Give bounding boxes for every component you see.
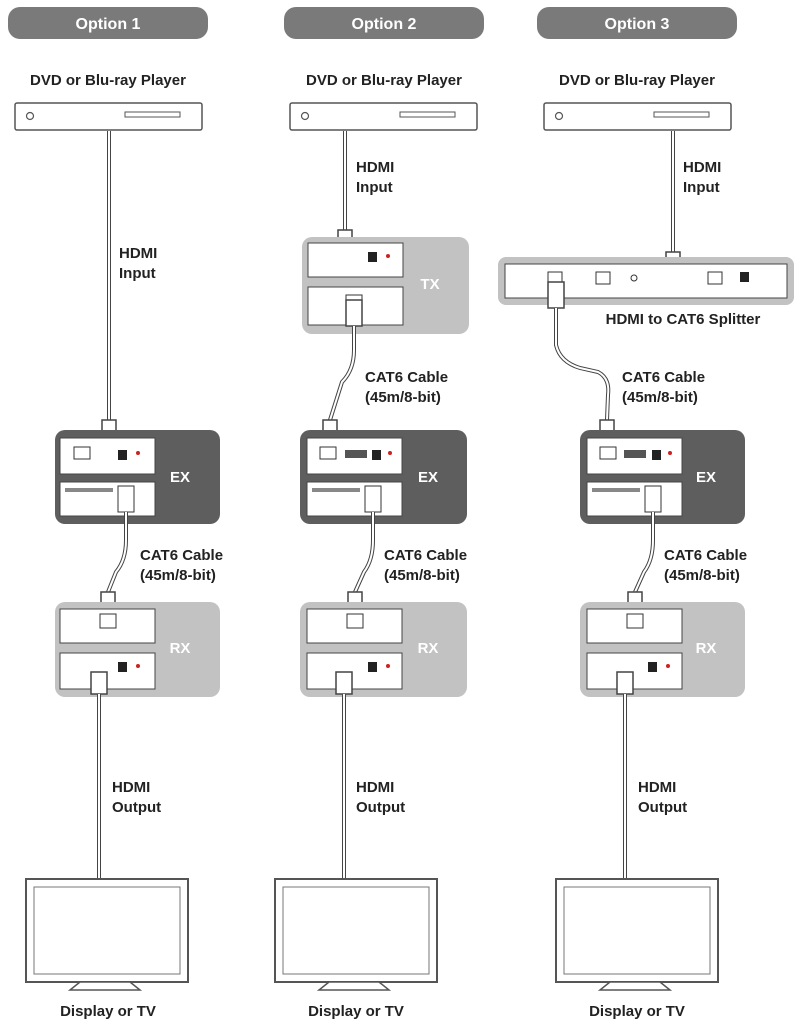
- option-2-pill: [284, 7, 484, 39]
- option-3-cable-label-line2: (45m/8-bit): [664, 567, 740, 584]
- option-3-tx-cable-label-line1: CAT6 Cable: [622, 369, 705, 386]
- option-2-input-label-line2: Input: [356, 179, 393, 196]
- option-3-column: Option 3 DVD or Blu-ray Player HDMI Inpu…: [498, 7, 794, 1020]
- option-1-rx-label: RX: [170, 640, 191, 657]
- option-3-splitter-box: [498, 257, 794, 305]
- option-3-ex-label: EX: [696, 469, 716, 486]
- option-2-input-label-line1: HDMI: [356, 159, 394, 176]
- option-1-cable-label-line2: (45m/8-bit): [140, 567, 216, 584]
- option-3-display-icon: [555, 878, 719, 991]
- option-3-output-label-line1: HDMI: [638, 779, 676, 796]
- option-2-cable-label-line2: (45m/8-bit): [384, 567, 460, 584]
- option-1-ex-box: [55, 430, 220, 524]
- option-1-hdmi-output-cable: [90, 671, 108, 880]
- option-1-column: Option 1 DVD or Blu-ray Player HDMI Inpu…: [8, 7, 223, 1020]
- option-1-output-label-line2: Output: [112, 799, 161, 816]
- option-2-rx-box: [300, 602, 467, 697]
- option-2-tx-cable-label-line1: CAT6 Cable: [365, 369, 448, 386]
- option-2-tx-label: TX: [420, 276, 439, 293]
- option-3-input-label-line1: HDMI: [683, 159, 721, 176]
- option-2-ex-label: EX: [418, 469, 438, 486]
- option-2-output-label-line1: HDMI: [356, 779, 394, 796]
- option-1-output-label-line1: HDMI: [112, 779, 150, 796]
- option-3-rx-box: [580, 602, 745, 697]
- option-2-output-label-line2: Output: [356, 799, 405, 816]
- option-3-cable-label-line1: CAT6 Cable: [664, 547, 747, 564]
- option-2-ex-box: [300, 430, 467, 524]
- option-3-dvd-player-icon: [543, 102, 732, 131]
- option-3-title: Option 3: [605, 16, 670, 33]
- option-2-column: Option 2 DVD or Blu-ray Player HDMI Inpu…: [274, 7, 484, 1020]
- option-1-display-icon: [25, 878, 189, 991]
- option-3-cat6-cable: [627, 512, 655, 613]
- option-3-pill: [537, 7, 737, 39]
- option-2-cable-label-line1: CAT6 Cable: [384, 547, 467, 564]
- option-3-splitter-label: HDMI to CAT6 Splitter: [606, 311, 761, 328]
- option-1-cat6-cable: [100, 512, 128, 613]
- option-3-output-label-line2: Output: [638, 799, 687, 816]
- option-3-display-label: Display or TV: [589, 1003, 685, 1020]
- option-2-hdmi-output-cable: [335, 671, 353, 880]
- option-2-cat6-cable: [347, 512, 375, 613]
- option-1-display-label: Display or TV: [60, 1003, 156, 1020]
- option-1-title: Option 1: [76, 16, 141, 33]
- option-2-display-label: Display or TV: [308, 1003, 404, 1020]
- option-2-tx-box: [302, 237, 469, 334]
- option-1-input-label-line2: Input: [119, 265, 156, 282]
- option-1-source-label: DVD or Blu-ray Player: [30, 72, 186, 89]
- option-1-input-label-line1: HDMI: [119, 245, 157, 262]
- option-3-tx-cable-label-line2: (45m/8-bit): [622, 389, 698, 406]
- option-3-splitter-cat6-cable: [547, 281, 615, 441]
- option-3-input-label-line2: Input: [683, 179, 720, 196]
- option-1-cable-label-line1: CAT6 Cable: [140, 547, 223, 564]
- option-2-dvd-player-icon: [289, 102, 478, 131]
- option-1-hdmi-input-cable: [101, 131, 117, 439]
- option-3-rx-label: RX: [696, 640, 717, 657]
- option-1-rx-box: [55, 602, 220, 697]
- option-1-dvd-player-icon: [14, 102, 203, 131]
- option-2-title: Option 2: [352, 16, 417, 33]
- option-3-ex-box: [580, 430, 745, 524]
- option-3-hdmi-output-cable: [616, 671, 634, 880]
- option-3-source-label: DVD or Blu-ray Player: [559, 72, 715, 89]
- option-1-ex-label: EX: [170, 469, 190, 486]
- option-1-pill: [8, 7, 208, 39]
- option-2-rx-label: RX: [418, 640, 439, 657]
- option-2-display-icon: [274, 878, 438, 991]
- option-2-tx-cable-label-line2: (45m/8-bit): [365, 389, 441, 406]
- option-2-source-label: DVD or Blu-ray Player: [306, 72, 462, 89]
